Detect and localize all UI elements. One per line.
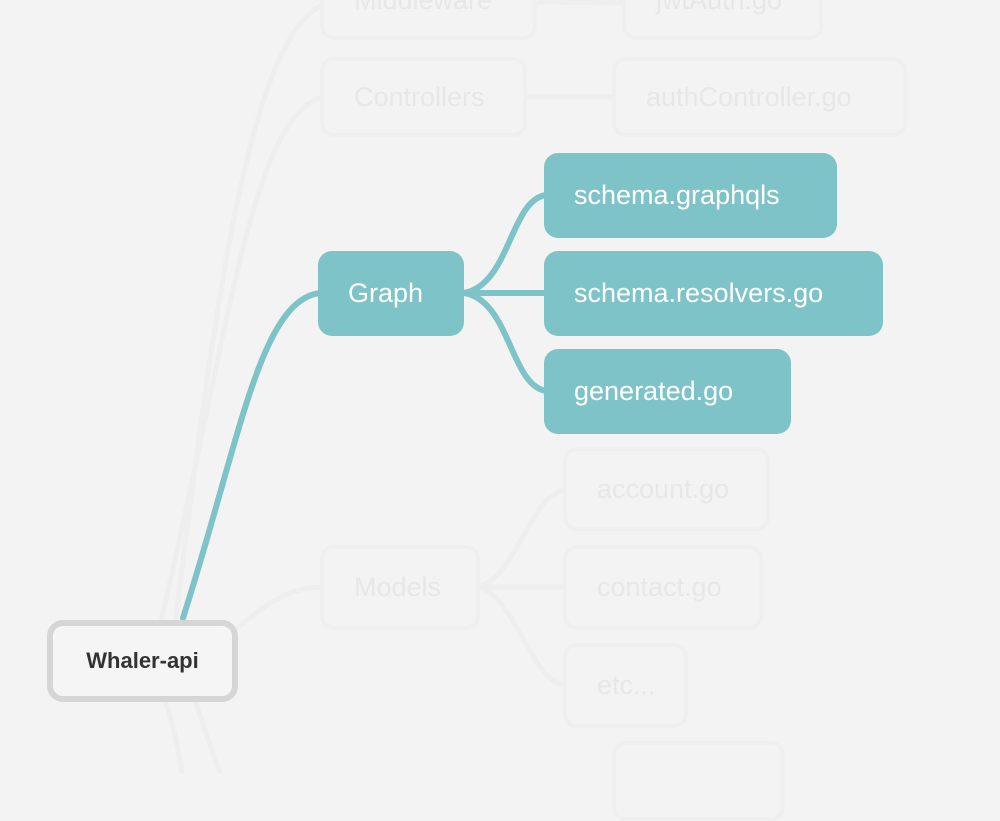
link-models-account	[477, 487, 568, 590]
link-root-bottom2	[192, 697, 223, 773]
link-root-middleware	[172, 2, 325, 628]
node-models[interactable]: Models	[320, 545, 480, 630]
node-root[interactable]: Whaler-api	[47, 620, 238, 702]
link-graph-schema-graphqls	[461, 192, 549, 296]
node-offscreen[interactable]	[612, 741, 785, 821]
node-authcontroller[interactable]: authController.go	[612, 57, 907, 137]
link-root-bottom	[162, 697, 185, 773]
node-schema-graphqls[interactable]: schema.graphqls	[544, 153, 837, 238]
node-controllers[interactable]: Controllers	[320, 57, 527, 137]
node-label: etc...	[597, 670, 656, 700]
link-root-controllers	[157, 94, 325, 628]
root-label: Whaler-api	[86, 648, 199, 673]
node-label: Controllers	[354, 81, 485, 112]
node-graph[interactable]: Graph	[318, 251, 464, 336]
link-graph-generated	[461, 290, 549, 394]
node-generated[interactable]: generated.go	[544, 349, 791, 434]
node-label: generated.go	[574, 376, 734, 406]
node-label: Models	[354, 572, 442, 602]
node-label: account.go	[597, 473, 730, 504]
link-middleware-jwtauth	[534, 0, 627, 6]
node-contact[interactable]: contact.go	[563, 545, 763, 630]
node-label: schema.graphqls	[574, 180, 780, 210]
link-root-models	[232, 584, 325, 633]
node-schema-resolvers[interactable]: schema.resolvers.go	[544, 251, 883, 336]
link-root-graph	[180, 290, 323, 621]
link-models-etc	[477, 584, 568, 688]
node-label: schema.resolvers.go	[574, 278, 824, 308]
node-label: authController.go	[646, 81, 852, 112]
node-etc[interactable]: etc...	[563, 643, 688, 728]
node-label: Graph	[348, 278, 424, 308]
node-label: Middleware	[354, 0, 492, 16]
node-label: jwtAuth.go	[656, 0, 782, 16]
node-label: contact.go	[597, 572, 722, 602]
connector-lines	[157, 0, 627, 773]
node-middleware[interactable]: Middleware	[320, 0, 537, 40]
node-jwtauth[interactable]: jwtAuth.go	[622, 0, 823, 40]
node-account[interactable]: account.go	[563, 447, 770, 531]
